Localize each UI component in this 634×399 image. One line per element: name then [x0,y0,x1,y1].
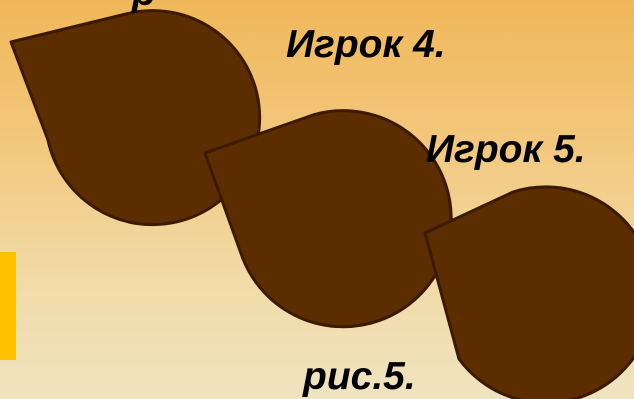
teardrop-shape-2 [203,109,453,329]
player-5-label: Игрок 5. [426,128,586,171]
accent-bar [0,252,16,360]
player-4-label: Игрок 4. [286,23,446,66]
cut-off-heading-fragment: р [132,0,156,12]
teardrop-shape-3 [423,185,634,399]
figure-caption: рис.5. [303,355,416,398]
